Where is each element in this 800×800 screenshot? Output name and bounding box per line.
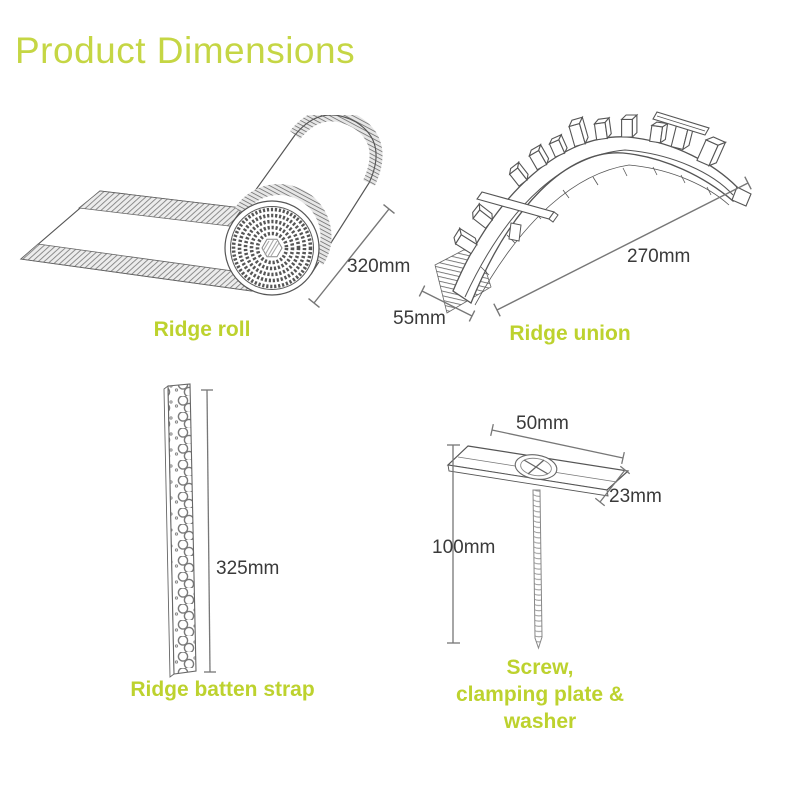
ridge-union-drawing bbox=[418, 111, 752, 322]
ridge-roll-width-dimension: 320mm bbox=[347, 256, 411, 277]
screw-length-dimension: 100mm bbox=[432, 537, 496, 558]
ridge-batten-strap-dimension-line bbox=[201, 389, 216, 673]
ridge-roll-dimension-line bbox=[308, 204, 395, 308]
plate-width-dimension: 50mm bbox=[516, 413, 569, 434]
plate-depth-dimension-line bbox=[594, 465, 631, 507]
ridge-roll-label: Ridge roll bbox=[153, 318, 251, 341]
ridge-batten-strap-drawing bbox=[163, 383, 216, 678]
screw-clamping-plate-washer-label: Screw, clamping plate & washer bbox=[455, 656, 625, 733]
ridge-union-dimension-line bbox=[493, 176, 752, 317]
ridge-batten-strap-length-dimension: 325mm bbox=[216, 558, 280, 579]
ridge-union-depth-dimension: 55mm bbox=[393, 308, 446, 329]
ridge-union-label: Ridge union bbox=[509, 322, 631, 345]
page-title: Product Dimensions bbox=[15, 30, 356, 71]
ridge-union-depth-dimension-line bbox=[418, 285, 476, 322]
plate-width-dimension-line bbox=[490, 423, 625, 465]
screw-length-dimension-line bbox=[447, 444, 460, 644]
ridge-roll-drawing bbox=[19, 115, 395, 308]
plate-depth-dimension: 23mm bbox=[609, 486, 662, 507]
ridge-batten-strap-label: Ridge batten strap bbox=[130, 678, 315, 701]
ridge-union-length-dimension: 270mm bbox=[627, 246, 691, 267]
screw-clamping-plate-washer-drawing bbox=[446, 423, 631, 650]
